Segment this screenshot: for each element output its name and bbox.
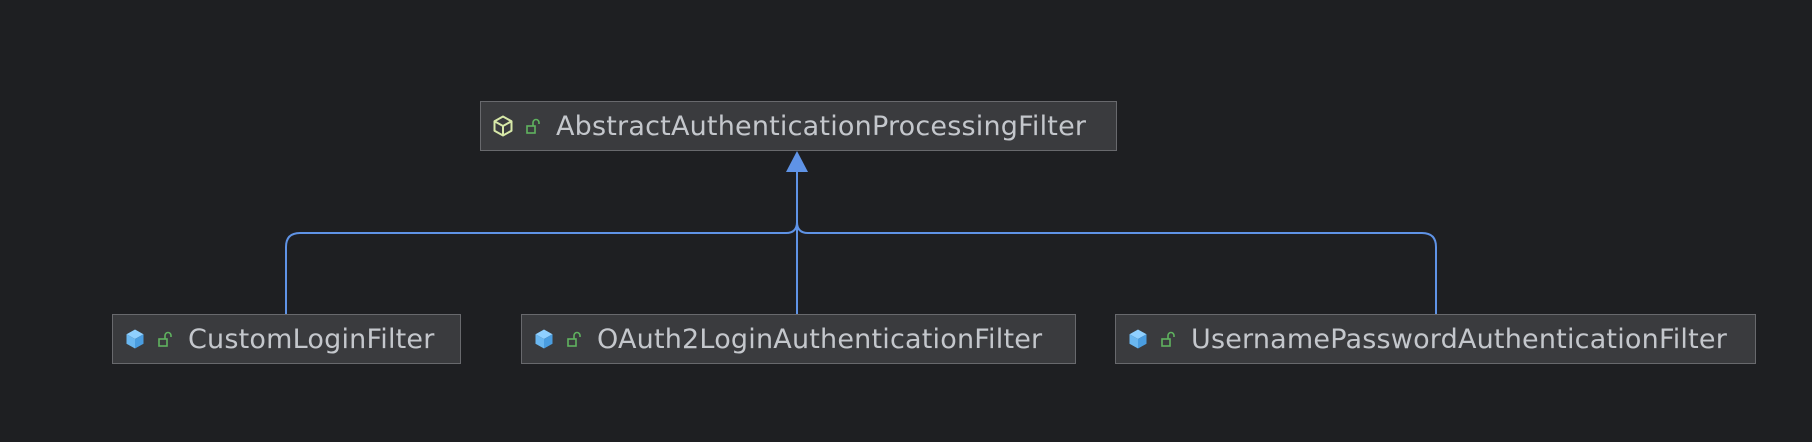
edge-custom-to-abstract xyxy=(285,170,798,314)
class-icon xyxy=(1125,326,1151,352)
node-label: AbstractAuthenticationProcessingFilter xyxy=(556,110,1087,142)
public-visibility-icon xyxy=(1159,329,1179,349)
abstract-class-icon xyxy=(490,113,516,139)
class-icon xyxy=(531,326,557,352)
public-visibility-icon xyxy=(524,116,544,136)
node-oauth2-login-authentication-filter[interactable]: OAuth2LoginAuthenticationFilter xyxy=(521,314,1076,364)
node-custom-login-filter[interactable]: CustomLoginFilter xyxy=(112,314,461,364)
node-abstract-authentication-processing-filter[interactable]: AbstractAuthenticationProcessingFilter xyxy=(480,101,1117,151)
public-visibility-icon xyxy=(156,329,176,349)
edge-username-to-abstract xyxy=(796,170,1437,314)
node-label: CustomLoginFilter xyxy=(188,323,435,355)
node-label: UsernamePasswordAuthenticationFilter xyxy=(1191,323,1728,355)
inheritance-arrowhead xyxy=(786,151,808,172)
node-label: OAuth2LoginAuthenticationFilter xyxy=(597,323,1043,355)
public-visibility-icon xyxy=(565,329,585,349)
class-icon xyxy=(122,326,148,352)
node-username-password-authentication-filter[interactable]: UsernamePasswordAuthenticationFilter xyxy=(1115,314,1756,364)
